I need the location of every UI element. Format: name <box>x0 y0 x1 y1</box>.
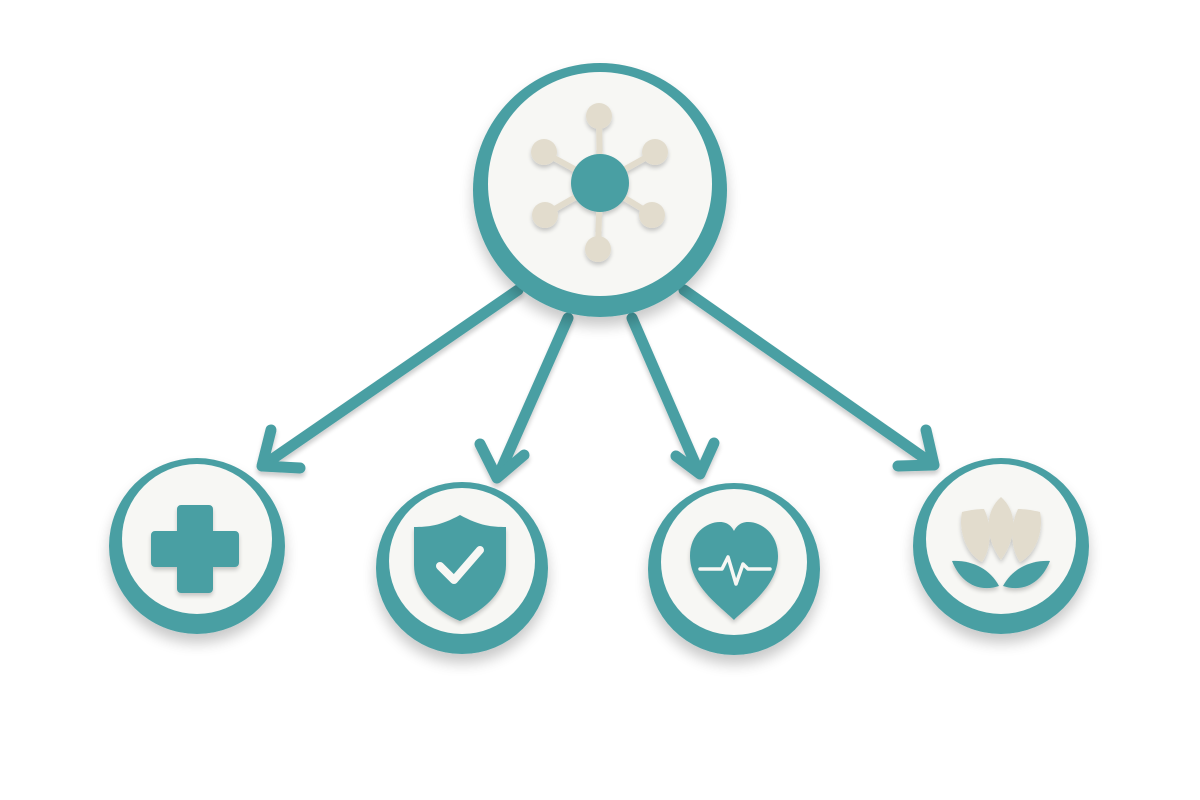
network-hub-icon <box>531 103 668 262</box>
node-heart-health <box>648 483 820 655</box>
arrowhead <box>474 438 530 484</box>
connector-to-wellness <box>678 284 940 472</box>
connector-to-protection <box>474 312 574 484</box>
connectors <box>256 284 940 484</box>
arrowhead <box>670 437 720 480</box>
lotus-icon <box>952 497 1050 589</box>
arrowhead <box>256 424 306 474</box>
medical-cross-icon <box>151 505 239 593</box>
connector-to-medical <box>256 284 524 474</box>
node-medical <box>109 458 285 634</box>
heart-pulse-icon <box>690 522 778 620</box>
node-protection <box>376 482 548 654</box>
hub-node <box>473 63 727 317</box>
arrowhead <box>892 424 940 472</box>
shield-check-icon <box>414 515 506 621</box>
connector-to-heart-health <box>626 312 720 480</box>
node-wellness <box>913 458 1089 634</box>
